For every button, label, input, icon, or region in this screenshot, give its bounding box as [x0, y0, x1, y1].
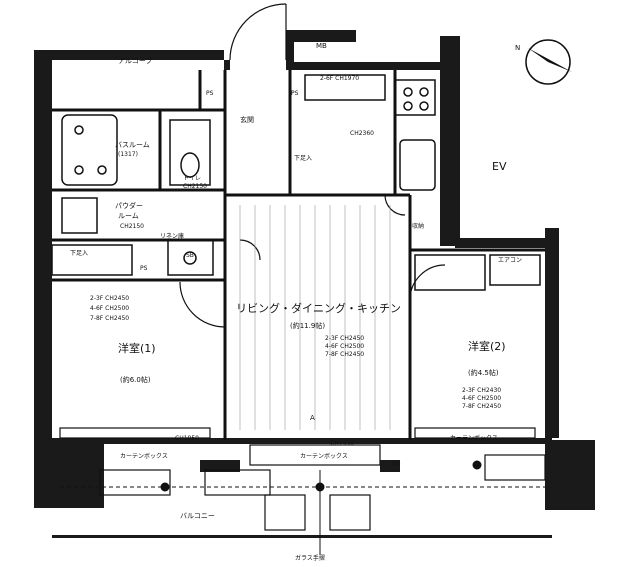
north-arrow-icon: N: [515, 39, 572, 85]
ceiling-y1c: 7-8F CH2450: [90, 315, 129, 322]
ch1950-a: CH1950: [175, 435, 199, 442]
fixtures: [51, 74, 541, 291]
glass-rail-label: ガラス手摺: [295, 554, 325, 562]
ceiling-ldk-a: 2-3F CH2450: [325, 335, 364, 342]
storage-label: 収納: [412, 222, 424, 230]
powder-label: パウダー: [115, 201, 143, 210]
ldk-label: リビング・ダイニング・キッチン: [236, 301, 401, 315]
yoshitsu2-size: (約4.5帖): [468, 368, 499, 377]
svg-text:N: N: [515, 44, 520, 52]
walls: [34, 30, 595, 538]
ps-label-1: PS: [206, 90, 214, 97]
curtain-box-3: カーテンボックス: [450, 434, 498, 442]
alcove-label: アルコーブ: [118, 56, 152, 65]
sb-label: SB: [186, 252, 194, 259]
toilet-ch: CH2150: [183, 183, 207, 190]
powder-ch: CH2150: [120, 223, 144, 230]
genkan-label: 玄関: [240, 115, 254, 124]
powder-label-2: ルーム: [118, 212, 139, 220]
ch1950-b: CH1950: [330, 440, 354, 447]
section-a-label: A: [310, 414, 315, 422]
ceiling-ldk-b: 4-6F CH2500: [325, 343, 364, 350]
kutsu-label: 下足入: [294, 155, 312, 162]
ps-label-3: PS: [140, 265, 148, 272]
ceiling-ldk-c: 7-8F CH2450: [325, 351, 364, 358]
ev-label: EV: [492, 160, 507, 173]
balcony-label: バルコニー: [180, 512, 215, 520]
ceiling-y2a: 2-3F CH2430: [462, 387, 501, 394]
ch-top: 2-6F CH1970: [320, 75, 359, 82]
yoshitsu1-size: (約6.0帖): [120, 375, 151, 384]
balcony-line: [60, 460, 545, 555]
linen-label: リネン庫: [160, 232, 184, 240]
ceiling-y2c: 7-8F CH2450: [462, 403, 501, 410]
ceiling-y2b: 4-6F CH2500: [462, 395, 501, 402]
curtain-box-1: カーテンボックス: [120, 452, 168, 460]
ceiling-y1b: 4-6F CH2500: [90, 305, 129, 312]
mb-label: MB: [316, 42, 327, 50]
shoe-label: 下足入: [70, 250, 88, 257]
yoshitsu2-label: 洋室(2): [468, 339, 506, 353]
windows: [59, 427, 546, 531]
bath-label: バスルーム: [115, 141, 150, 149]
toilet-label: トイレ: [183, 175, 201, 182]
ps-label-2: PS: [291, 90, 299, 97]
curtain-box-2: カーテンボックス: [300, 452, 348, 460]
door-swings: [179, 3, 446, 328]
bath-size: (1317): [118, 151, 138, 158]
ac-label: エアコン: [498, 257, 522, 264]
ps-label-4: PS: [393, 460, 401, 467]
ceiling-y1a: 2-3F CH2450: [90, 295, 129, 302]
yoshitsu1-label: 洋室(1): [118, 341, 156, 355]
kitchen-ch: CH2360: [350, 130, 374, 137]
ldk-floor-texture: [239, 205, 391, 430]
ldk-size: (約11.9帖): [290, 321, 325, 330]
